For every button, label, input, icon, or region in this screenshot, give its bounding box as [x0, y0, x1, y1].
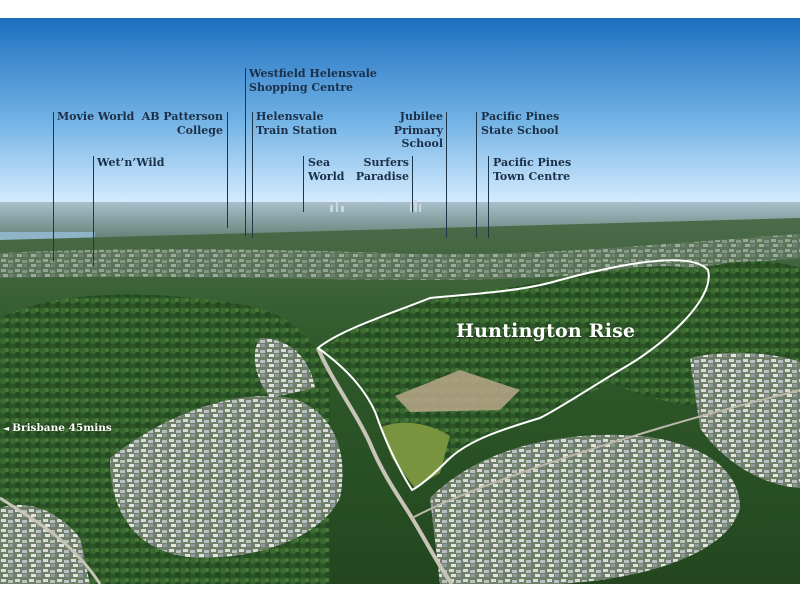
- suburb-bottom-left: [0, 504, 90, 584]
- helensvale-train-station-leader: [252, 112, 253, 238]
- pacific-pines-state-school-leader: [476, 112, 477, 238]
- side-road-east: [411, 389, 800, 519]
- pacific-pines-state-school-label: Pacific Pines State School: [481, 110, 560, 137]
- estate-grass: [380, 422, 450, 488]
- suburb-mid-left: [254, 338, 315, 398]
- mid-suburbs: [0, 234, 800, 280]
- pacific-pines-town-centre-label: Pacific Pines Town Centre: [493, 156, 572, 183]
- side-road: [0, 496, 102, 584]
- estate-clearing: [395, 370, 520, 412]
- pacific-pines-town-centre-leader: [488, 156, 489, 238]
- aerial-landscape: [0, 18, 800, 584]
- sky: [0, 18, 800, 208]
- jubilee-primary-school-leader: [446, 112, 447, 238]
- main-road: [316, 347, 454, 584]
- suburb-lower-left: [110, 396, 343, 558]
- suburb-right-edge: [690, 352, 800, 488]
- brisbane-direction: ◄Brisbane 45mins: [3, 422, 112, 434]
- ab-patterson-college-leader: [227, 112, 228, 228]
- brisbane-direction-label: Brisbane 45mins: [12, 422, 112, 434]
- wet-n-wild-leader: [93, 156, 94, 266]
- surfers-paradise-label: Surfers Paradise: [355, 156, 409, 183]
- helensvale-train-station-label: Helensvale Train Station: [256, 110, 338, 137]
- aerial-photo: Movie World Wet’n’Wild AB Patterson Coll…: [0, 18, 800, 584]
- jubilee-primary-school-label: Jubilee Primary School: [393, 110, 443, 150]
- movie-world-label: Movie World: [57, 110, 135, 123]
- sea-world-leader: [303, 156, 304, 212]
- estate-boundary: [316, 259, 710, 492]
- coastline-water: [0, 232, 95, 240]
- suburb-lower-right: [430, 434, 740, 584]
- wet-n-wild-label: Wet’n’Wild: [97, 156, 165, 169]
- surfers-paradise-leader: [412, 156, 413, 212]
- westfield-helensvale-label: Westfield Helensvale Shopping Centre: [249, 67, 377, 94]
- distant-city-skyline: [330, 200, 421, 212]
- left-arrow-icon: ◄: [3, 423, 10, 433]
- movie-world-leader: [53, 112, 54, 262]
- estate-name-label: Huntington Rise: [456, 320, 636, 342]
- westfield-helensvale-leader: [245, 68, 246, 236]
- ab-patterson-college-label: AB Patterson College: [141, 110, 223, 137]
- sea-world-label: Sea World: [308, 156, 345, 183]
